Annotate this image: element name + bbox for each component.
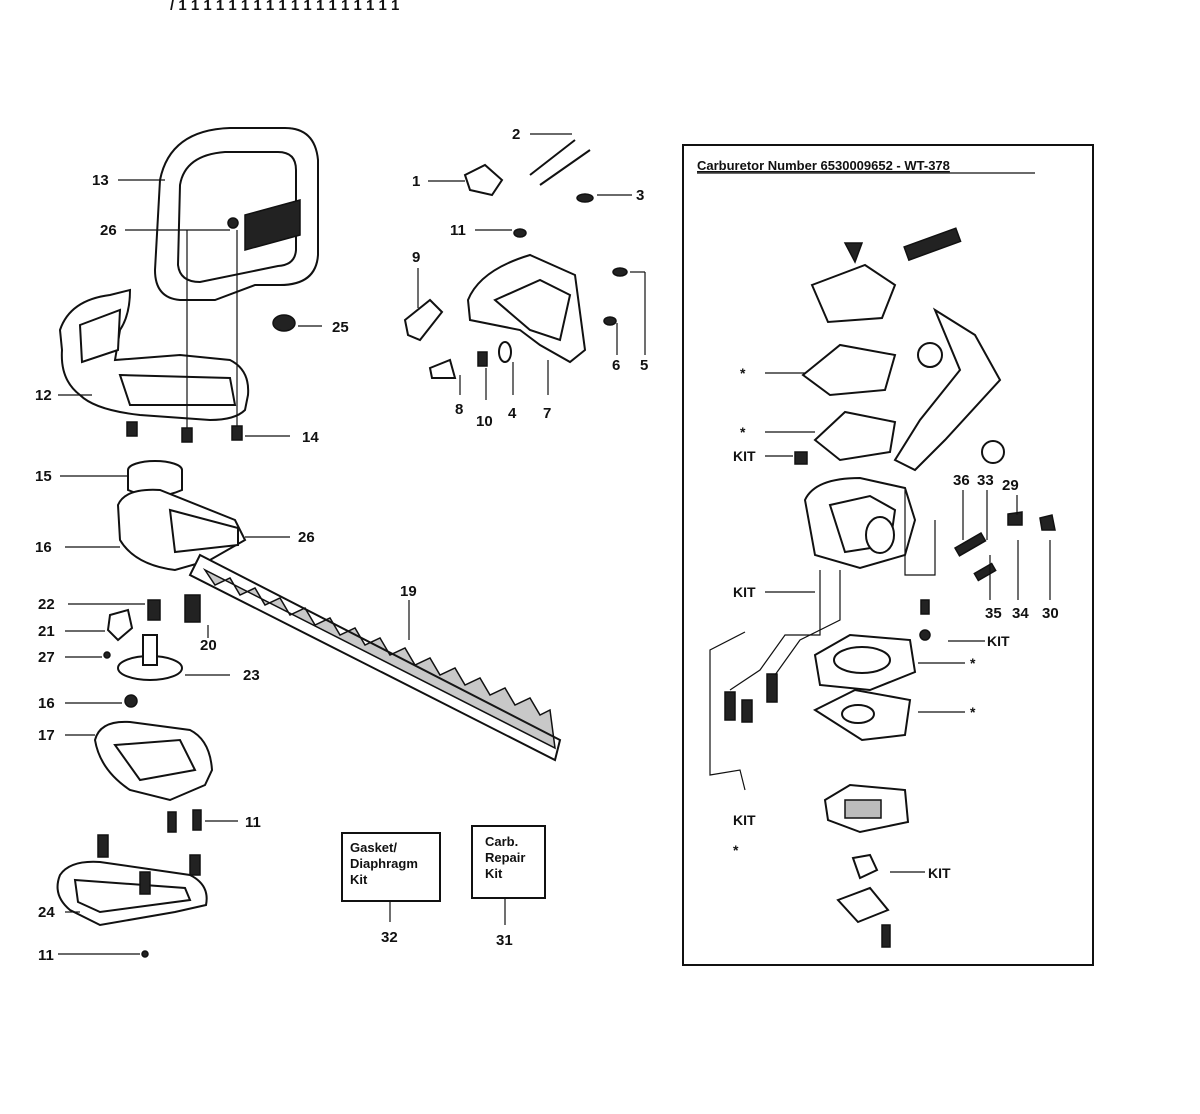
callout-8: 8 — [455, 401, 463, 418]
rear-handle-housing — [58, 288, 250, 422]
callout-29: 29 — [1002, 477, 1019, 494]
carb-kit-3: KIT — [987, 633, 1010, 649]
gasket-kit-line-1: Gasket/ — [350, 840, 397, 855]
callout-34: 34 — [1012, 605, 1029, 622]
carb-star-5: * — [733, 842, 739, 858]
top-strip-text: / 1 1 1 1 1 1 1 1 1 1 1 1 1 1 1 1 1 1 — [170, 0, 399, 14]
carburetor-frame — [682, 144, 1094, 966]
callout-24: 24 — [38, 904, 55, 921]
callout-32: 32 — [381, 929, 398, 946]
callout-21: 21 — [38, 623, 55, 640]
callout-10: 10 — [476, 413, 493, 430]
carb-star-1: * — [740, 365, 746, 381]
callout-2: 2 — [512, 126, 520, 143]
carb-star-4: * — [970, 704, 976, 720]
gasket-kit-box: Gasket/ Diaphragm Kit 32 — [341, 832, 441, 946]
carburetor-title: Carburetor Number 6530009652 - WT-378 — [697, 158, 950, 173]
callout-22: 22 — [38, 596, 55, 613]
left-leaders — [58, 133, 646, 955]
callout-3: 3 — [636, 187, 644, 204]
hedge-blade — [188, 553, 562, 762]
carb-kit-line-1: Carb. — [485, 834, 518, 849]
callout-9: 9 — [412, 249, 420, 266]
callout-20: 20 — [200, 637, 217, 654]
callout-25: 25 — [332, 319, 349, 336]
callout-27: 27 — [38, 649, 55, 666]
switch-parts — [403, 139, 628, 379]
callout-14: 14 — [302, 429, 319, 446]
base-plate — [93, 720, 214, 833]
gear-housing — [116, 460, 247, 572]
carb-repair-kit-box: Carb. Repair Kit 31 — [471, 825, 546, 949]
callout-15: 15 — [35, 468, 52, 485]
callout-36: 36 — [953, 472, 970, 489]
nut-part-25 — [272, 314, 296, 332]
gasket-kit-line-2: Diaphragm — [350, 856, 418, 871]
carb-kit-2: KIT — [733, 584, 756, 600]
carb-kit-5: KIT — [928, 865, 951, 881]
mount-screws — [126, 230, 243, 443]
carb-kit-1: KIT — [733, 448, 756, 464]
gasket-kit-line-3: Kit — [350, 872, 368, 887]
callout-4: 4 — [508, 405, 517, 422]
carburetor-parts — [724, 227, 1056, 948]
carb-star-3: * — [970, 655, 976, 671]
callout-5: 5 — [640, 357, 648, 374]
callout-7: 7 — [543, 405, 551, 422]
callout-26a: 26 — [100, 222, 117, 239]
gear-parts — [103, 594, 201, 708]
callout-35: 35 — [985, 605, 1002, 622]
carb-kit-4: KIT — [733, 812, 756, 828]
carb-star-2: * — [740, 424, 746, 440]
callout-16a: 16 — [35, 539, 52, 556]
callout-11a: 11 — [245, 814, 261, 831]
callout-11c: 11 — [450, 222, 466, 239]
callout-13: 13 — [92, 172, 109, 189]
callout-16b: 16 — [38, 695, 55, 712]
carburetor-leaders — [709, 372, 1051, 873]
callout-12: 12 — [35, 387, 52, 404]
callout-6: 6 — [612, 357, 620, 374]
callout-17: 17 — [38, 727, 55, 744]
callout-26b: 26 — [298, 529, 315, 546]
front-handle — [153, 127, 319, 301]
carb-kit-line-2: Repair — [485, 850, 525, 865]
callout-31: 31 — [496, 932, 513, 949]
callout-33: 33 — [977, 472, 994, 489]
carb-kit-line-3: Kit — [485, 866, 503, 881]
callout-30: 30 — [1042, 605, 1059, 622]
callout-1: 1 — [412, 173, 420, 190]
bottom-handle — [56, 834, 208, 958]
callout-11b: 11 — [38, 947, 54, 964]
callout-19: 19 — [400, 583, 417, 600]
callout-23: 23 — [243, 667, 260, 684]
